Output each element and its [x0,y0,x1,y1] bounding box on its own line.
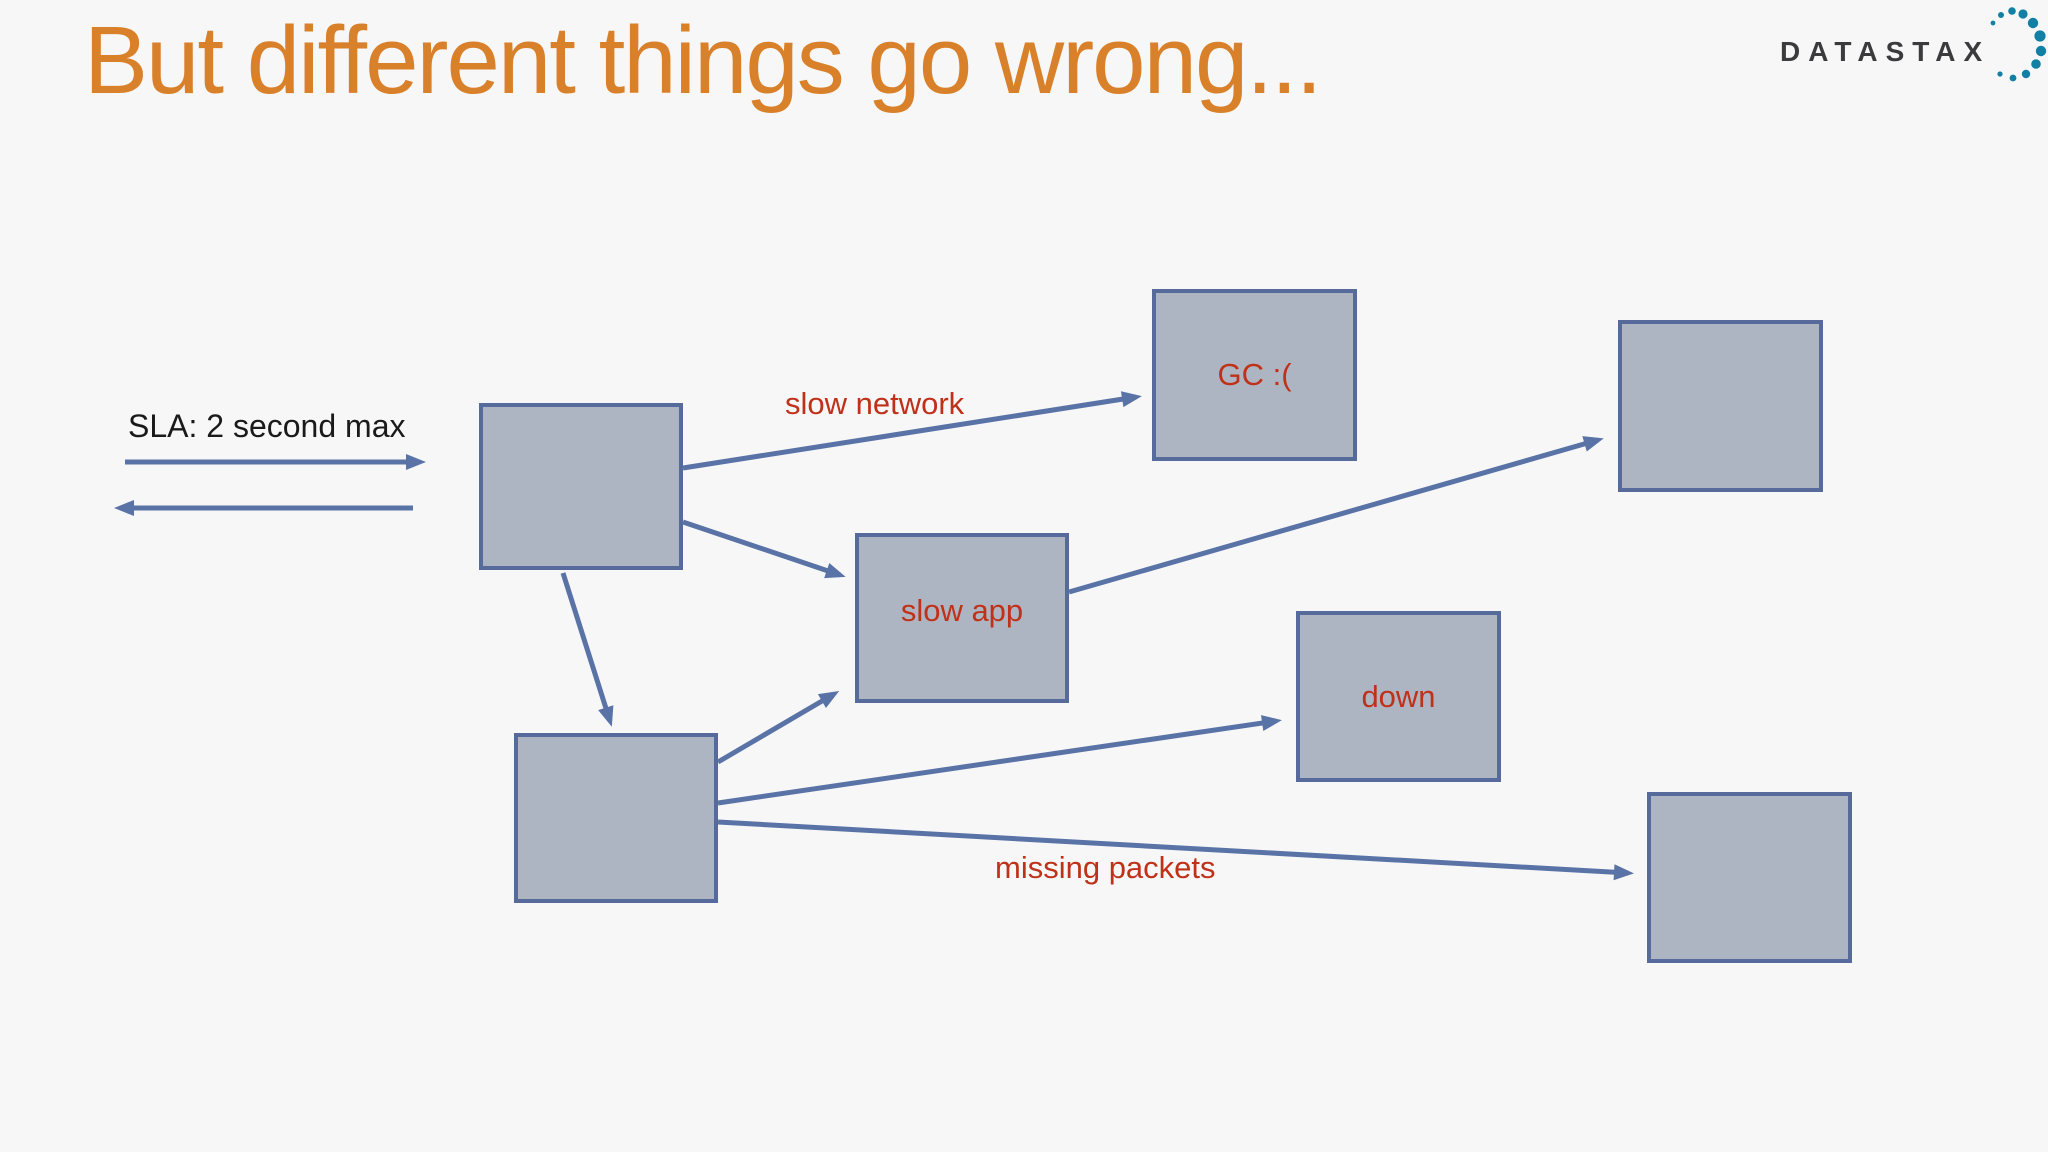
datastax-dots-icon [1990,7,2047,82]
node-right-top [1618,320,1823,492]
arrow-slowapp-to-replica [1068,436,1604,595]
sla-annotation: SLA: 2 second max [128,408,406,444]
arrow-app-to-slowapp [682,519,846,579]
slow-network-annotation: slow network [785,386,965,421]
arrow-app2-to-slowapp [716,690,840,765]
arrow-app2-to-down [717,715,1282,806]
missing-packets-annotation: missing packets [995,850,1216,885]
datastax-logo: DATASTAX [1778,0,2048,96]
datastax-wordmark: DATASTAX [1780,36,1991,67]
arrow-app-to-app2 [560,572,614,727]
node-slow-app-label: slow app [900,593,1024,628]
node-slow-app: slow app [855,533,1069,703]
node-gc-label: GC :( [1217,357,1292,392]
node-down: down [1296,611,1501,782]
page-title: But different things go wrong... [84,7,1322,114]
node-gc: GC :( [1152,289,1357,461]
node-app-bottom [514,733,718,903]
node-down-label: down [1361,678,1436,714]
node-app-top [479,403,683,570]
node-right-bottom [1647,792,1852,963]
